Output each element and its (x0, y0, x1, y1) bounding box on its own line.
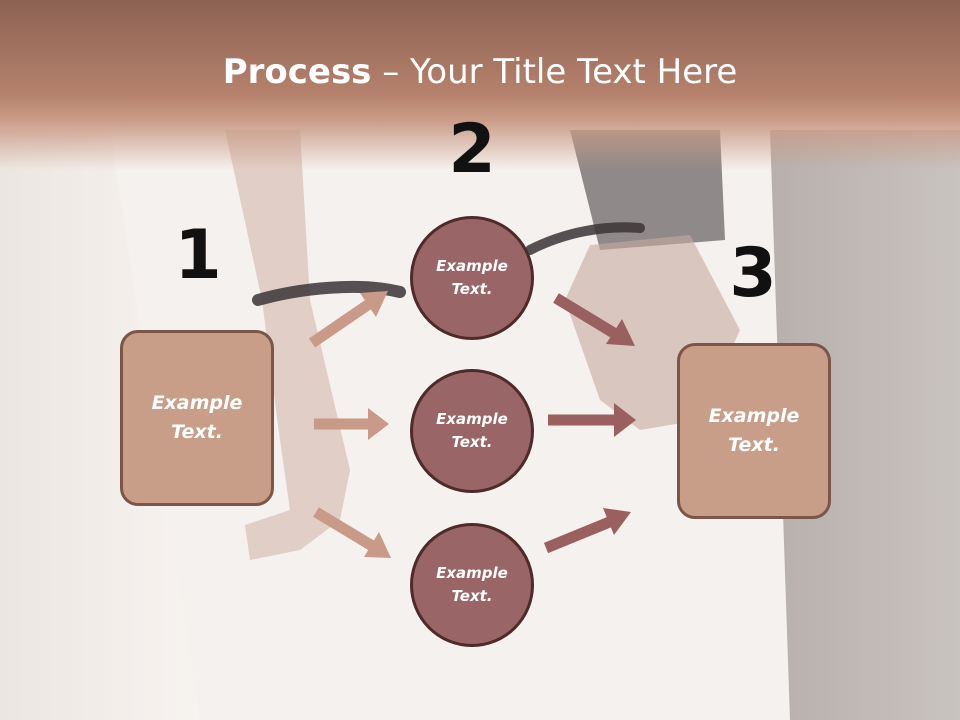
arrow-left-to-middle (314, 408, 389, 440)
arrow-left-to-top (308, 291, 388, 348)
title-bold: Process (222, 52, 372, 92)
box-step-1-line1: Example (151, 392, 243, 414)
arrow-middle-to-right (548, 403, 636, 437)
step-number-3: 3 (729, 234, 777, 313)
step-number-1: 1 (174, 216, 222, 295)
box-step-3: Example Text. (677, 343, 831, 519)
arrow-left-to-bottom (313, 507, 391, 558)
box-step-1-text: Example Text. (152, 389, 243, 447)
circle-top-text: Example Text. (436, 255, 508, 301)
box-step-1-line2: Text. (171, 421, 223, 443)
box-step-1: Example Text. (120, 330, 274, 506)
arrow-top-to-right (553, 293, 635, 346)
box-step-3-text: Example Text. (709, 402, 800, 460)
circle-top-line2: Text. (451, 280, 493, 298)
circle-top-line1: Example (436, 257, 508, 275)
circle-bottom-text: Example Text. (436, 562, 508, 608)
circle-top: Example Text. (410, 216, 534, 340)
arrow-bottom-to-right (543, 508, 631, 554)
circle-middle-text: Example Text. (436, 408, 508, 454)
title-rest: – Your Title Text Here (371, 52, 738, 92)
circle-middle: Example Text. (410, 369, 534, 493)
circle-middle-line2: Text. (451, 433, 493, 451)
circle-bottom-line1: Example (436, 564, 508, 582)
box-step-3-line2: Text. (728, 434, 780, 456)
slide-title: Process – Your Title Text Here (0, 52, 960, 92)
box-step-3-line1: Example (708, 405, 800, 427)
circle-middle-line1: Example (436, 410, 508, 428)
circle-bottom-line2: Text. (451, 587, 493, 605)
title-band (0, 0, 960, 170)
step-number-2: 2 (448, 110, 496, 189)
circle-bottom: Example Text. (410, 523, 534, 647)
